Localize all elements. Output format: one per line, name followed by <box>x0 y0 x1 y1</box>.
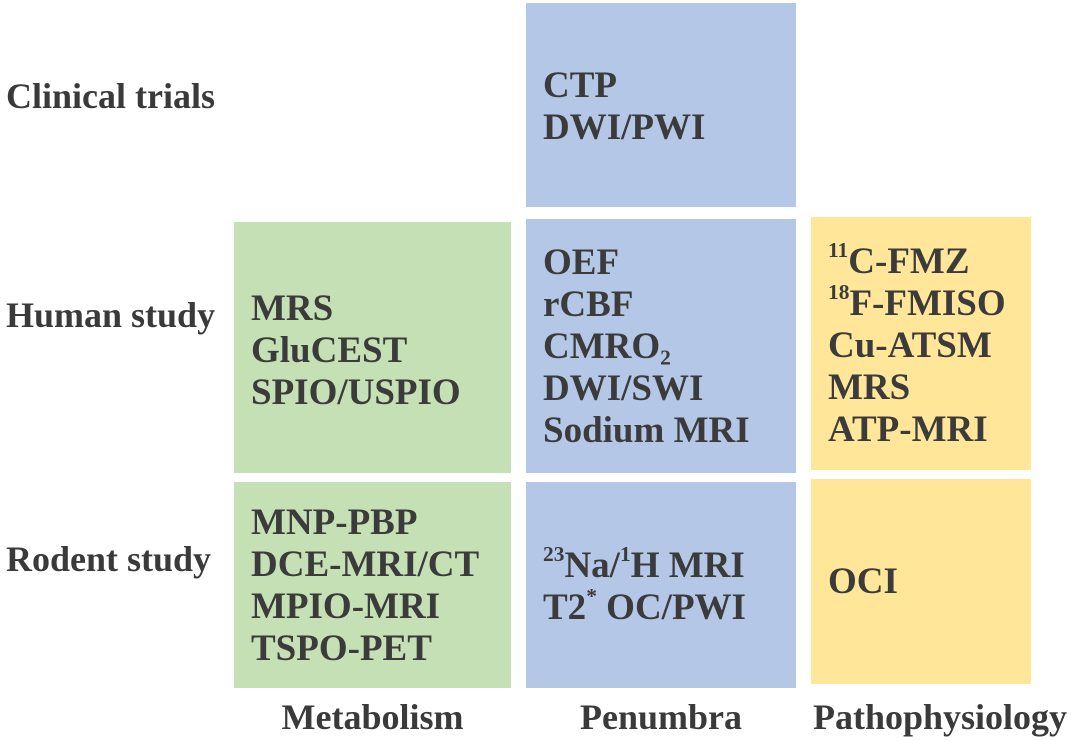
cell-item: CTP <box>543 65 617 106</box>
t2-rest: OC/PWI <box>596 587 746 628</box>
cell-item: TSPO-PET <box>251 628 432 669</box>
fmiso-superscript: 18 <box>828 279 850 304</box>
cell-rodent-penumbra: 23Na/1H MRI T2* OC/PWI <box>526 482 796 688</box>
cell-item: MNP-PBP <box>251 502 418 543</box>
t2-text: T2 <box>543 587 587 628</box>
column-label-metabolism: Metabolism <box>281 697 464 737</box>
cell-item: SPIO/USPIO <box>251 371 461 413</box>
cell-item-rcbf: rCBF <box>543 284 634 325</box>
cell-item: GluCEST <box>251 329 408 371</box>
cell-rodent-pathophysiology: OCI <box>811 479 1031 684</box>
cell-item-mrs: MRS <box>828 366 911 408</box>
cell-rodent-metabolism: MNP-PBP DCE-MRI/CT MPIO-MRI TSPO-PET <box>234 482 511 688</box>
row-label-clinical-trials: Clinical trials <box>6 76 215 116</box>
fmiso-text: F-FMISO <box>849 282 1006 324</box>
cell-item-na-h-mri: 23Na/1H MRI <box>543 541 796 587</box>
na-text: Na/ <box>564 545 620 586</box>
cell-item: DCE-MRI/CT <box>251 544 480 585</box>
cell-human-pathophysiology: 11C-FMZ 18F-FMISO Cu-ATSM MRS ATP-MRI <box>811 217 1031 470</box>
row-label-human-study: Human study <box>6 295 216 335</box>
cell-item: DWI/PWI <box>543 107 706 148</box>
t2-superscript: * <box>586 583 597 608</box>
column-label-pathophysiology: Pathophysiology <box>812 697 1068 737</box>
cell-item-atp-mri: ATP-MRI <box>828 408 988 450</box>
cmro2-base: CMRO <box>543 326 661 367</box>
cell-item-dwi-swi: DWI/SWI <box>543 368 704 409</box>
cell-item-11c-fmz: 11C-FMZ <box>828 239 1031 283</box>
cell-item: MRS <box>251 287 334 329</box>
cell-item: OCI <box>828 560 898 602</box>
cell-human-metabolism: MRS GluCEST SPIO/USPIO <box>234 222 511 473</box>
column-label-penumbra: Penumbra <box>580 697 742 737</box>
cmro2-subscript: 2 <box>660 345 671 370</box>
fmz-text: C-FMZ <box>848 240 970 282</box>
cell-item-cu-atsm: Cu-ATSM <box>828 324 992 366</box>
row-label-rodent-study: Rodent study <box>6 539 212 579</box>
h-text: H MRI <box>630 545 745 586</box>
cell-item-cmro2: CMRO2 <box>543 326 796 368</box>
cell-item: MPIO-MRI <box>251 586 441 627</box>
h-superscript: 1 <box>619 541 631 566</box>
cell-item-oef: OEF <box>543 242 620 283</box>
cell-item-t2-oc-pwi: T2* OC/PWI <box>543 583 796 629</box>
fmz-superscript: 11 <box>828 237 849 262</box>
na-superscript: 23 <box>543 541 565 566</box>
cell-item-sodium-mri: Sodium MRI <box>543 410 750 451</box>
cell-item-18f-fmiso: 18F-FMISO <box>828 281 1031 325</box>
cell-clinical-penumbra: CTP DWI/PWI <box>526 3 796 207</box>
cell-human-penumbra: OEF rCBF CMRO2 DWI/SWI Sodium MRI <box>526 219 796 473</box>
